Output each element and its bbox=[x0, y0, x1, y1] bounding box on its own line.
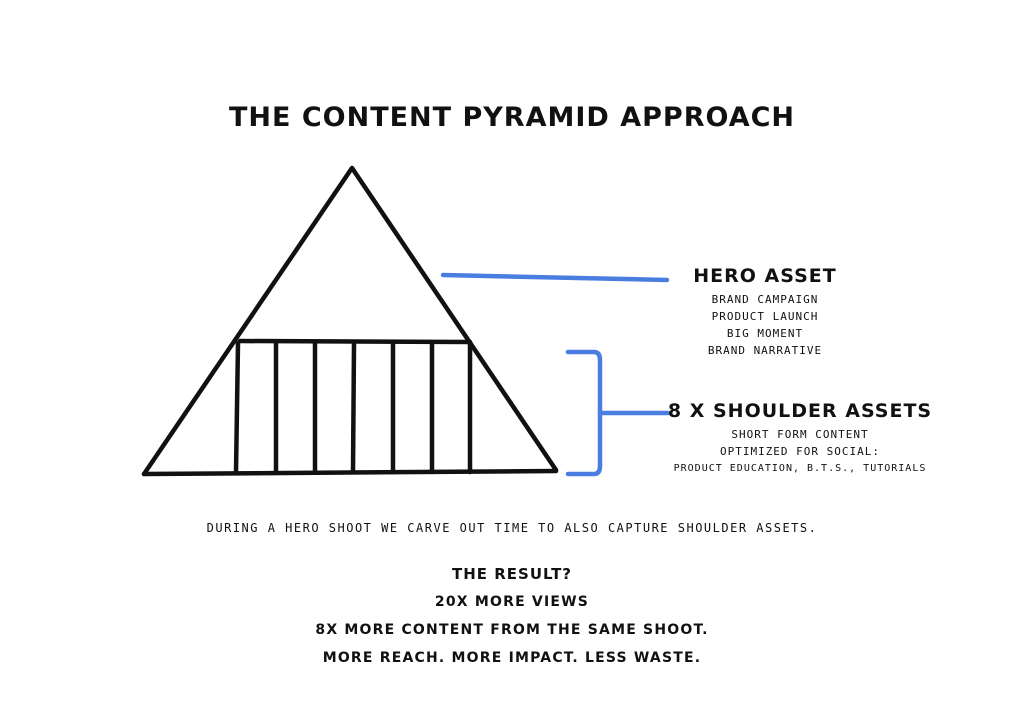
hero-asset-line: BRAND NARRATIVE bbox=[707, 344, 823, 357]
result-block: THE RESULT? 20x MORE VIEWS 8x MORE CONTE… bbox=[0, 560, 1024, 672]
shoulder-assets-line: OPTIMIZED FOR SOCIAL: bbox=[719, 445, 881, 458]
hero-asset-line: PRODUCT LAUNCH bbox=[711, 310, 819, 323]
result-line: 20x MORE VIEWS bbox=[434, 594, 590, 610]
hero-asset-line: BIG MOMENT bbox=[726, 327, 804, 340]
hero-asset-label: HERO ASSET BRAND CAMPAIGN PRODUCT LAUNCH… bbox=[660, 265, 870, 359]
shoulder-column-line bbox=[233, 340, 241, 475]
hero-asset-heading: HERO ASSET bbox=[693, 265, 837, 287]
hero-connector-line bbox=[440, 272, 670, 283]
shoulder-assets-line: PRODUCT EDUCATION, B.T.S., TUTORIALS bbox=[673, 463, 927, 474]
pyramid-outline bbox=[141, 165, 559, 477]
shoulder-columns bbox=[233, 340, 473, 475]
hero-asset-line: BRAND CAMPAIGN bbox=[711, 293, 819, 306]
shoulder-column-line bbox=[350, 340, 357, 475]
shoulder-assets-label: 8 x SHOULDER ASSETS SHORT FORM CONTENT O… bbox=[650, 400, 950, 477]
diagram-title: THE CONTENT PYRAMID APPROACH bbox=[228, 102, 796, 133]
shoulder-assets-heading: 8 x SHOULDER ASSETS bbox=[667, 400, 933, 422]
result-line: 8x MORE CONTENT FROM THE SAME SHOOT. bbox=[315, 622, 709, 638]
shoulder-assets-line: SHORT FORM CONTENT bbox=[731, 428, 869, 441]
result-line: MORE REACH. MORE IMPACT. LESS WASTE. bbox=[322, 650, 702, 666]
hero-shoot-note: DURING A HERO SHOOT WE CARVE OUT TIME TO… bbox=[206, 521, 818, 535]
result-heading: THE RESULT? bbox=[451, 565, 573, 583]
shoulder-bracket bbox=[565, 349, 603, 477]
pyramid-base bbox=[141, 468, 559, 477]
